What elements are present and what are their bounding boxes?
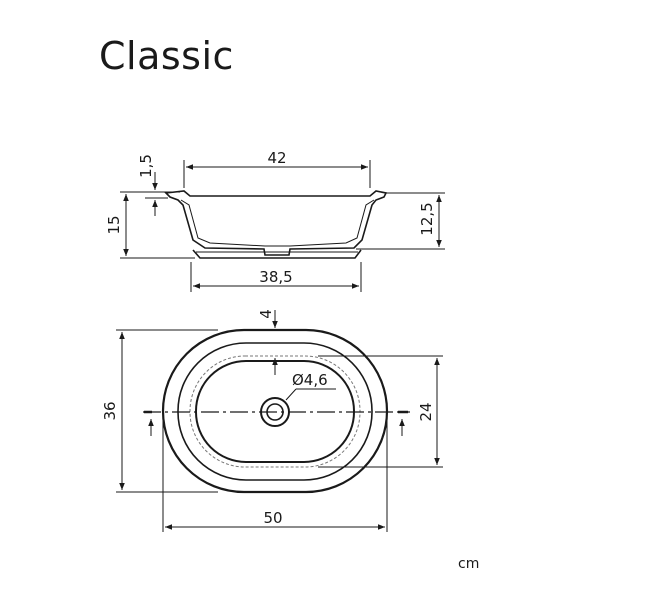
dim-drain-diameter: Ø4,6 [292,371,328,389]
side-view-inner-line [180,199,375,247]
dim-inner-depth: 24 [417,402,435,421]
drain-leader [285,388,297,401]
top-view [116,310,443,532]
dim-top-width: 42 [267,149,286,167]
dim-rim-width: 4 [257,309,275,319]
dim-outer-depth: 36 [101,401,119,420]
side-view [120,160,445,292]
dim-rim-thickness: 1,5 [137,154,155,178]
top-view-outer-rim [161,328,389,494]
side-view-outline [164,190,388,256]
dim-base-width: 38,5 [259,268,292,286]
dim-total-height: 15 [105,215,123,234]
dim-outer-width: 50 [263,509,282,527]
side-view-foot [192,249,362,259]
dim-bowl-height: 12,5 [418,202,436,235]
page-title: Classic [99,34,234,78]
unit-label: cm [458,556,480,572]
